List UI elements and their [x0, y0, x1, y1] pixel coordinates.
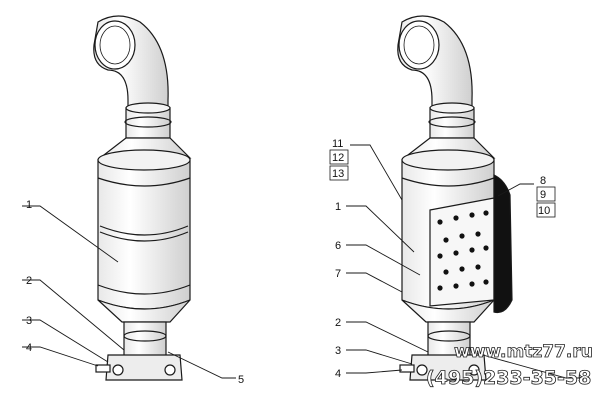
right-label-8: 8 — [540, 175, 546, 187]
left-bottom-cone — [97, 299, 191, 323]
left-leader-lines — [22, 205, 236, 379]
right-leader-lines — [346, 144, 580, 379]
right-label-3: 3 — [335, 345, 341, 357]
left-label-2: 2 — [26, 275, 32, 287]
perforation-holes — [437, 210, 489, 291]
right-label-13: 13 — [332, 168, 344, 180]
right-label-9: 9 — [540, 189, 546, 201]
right-label-2: 2 — [335, 317, 341, 329]
right-dark-liner — [493, 174, 513, 314]
right-label-12: 12 — [332, 152, 344, 164]
right-muffler — [397, 15, 513, 381]
left-label-5: 5 — [238, 374, 244, 386]
watermark-url: www.mtz77.ru — [454, 342, 593, 362]
right-label-11: 11 — [332, 138, 343, 150]
left-label-1: 1 — [26, 199, 32, 211]
watermark-phone: (495)233-35-58 — [426, 367, 591, 389]
right-label-5: 5 — [578, 373, 584, 385]
label-boxes — [329, 149, 556, 218]
left-label-4: 4 — [26, 342, 32, 354]
right-label-1: 1 — [335, 201, 341, 213]
right-label-10: 10 — [538, 205, 550, 217]
right-label-6: 6 — [335, 240, 341, 252]
right-bottom-cone — [401, 299, 495, 323]
left-muffler — [93, 15, 192, 381]
right-label-7: 7 — [335, 268, 341, 280]
left-label-3: 3 — [26, 315, 32, 327]
right-label-4: 4 — [335, 368, 341, 380]
